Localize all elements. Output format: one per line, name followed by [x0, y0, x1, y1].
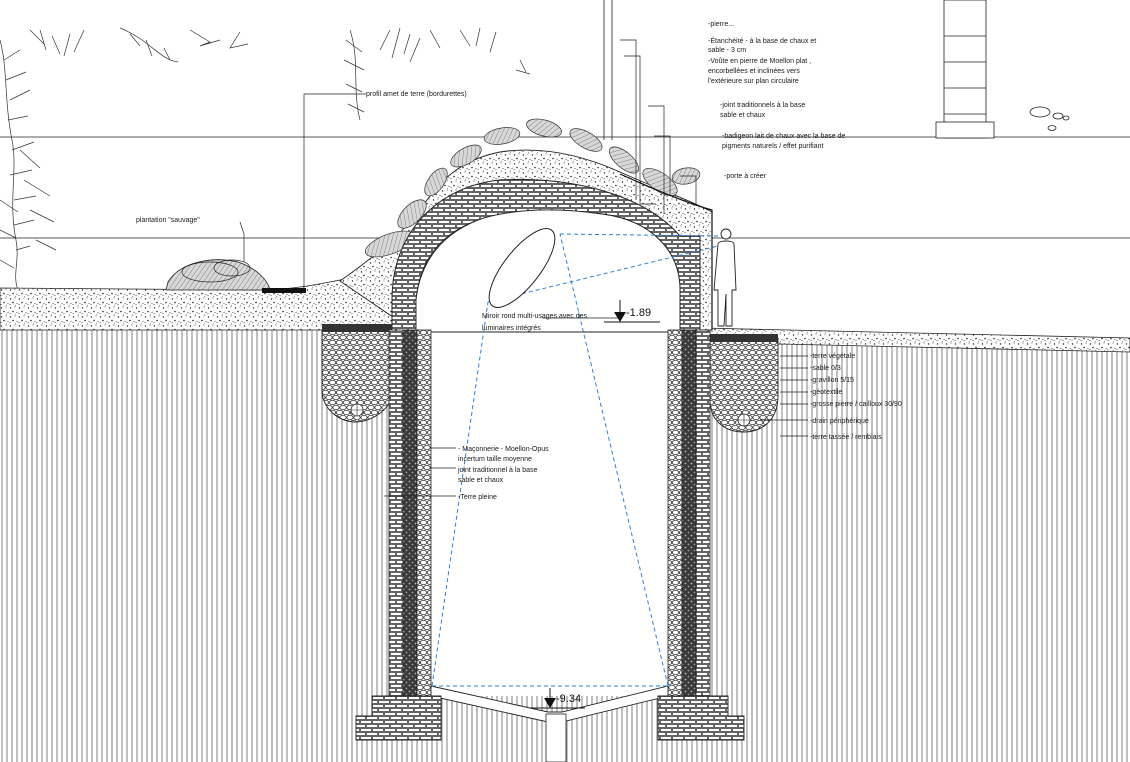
- annotations-right: -terre végétale -sable 0/3 -gravillon 5/…: [810, 353, 902, 441]
- annot-badigeon-1: -badigeon lait de chaux avec la base de: [722, 133, 845, 140]
- optical-lines: [431, 233, 719, 687]
- annotations-left: profil amet de terre (bordurettes) plant…: [136, 91, 467, 224]
- annot-voute-2: encorbellées et inclinées vers: [708, 68, 800, 75]
- annot-porte: -porte à créer: [724, 173, 767, 180]
- planting-mound: [165, 259, 306, 293]
- leader-lines: [239, 39, 808, 497]
- annot-maconnerie-2: incertum taille moyenne: [458, 456, 532, 463]
- well-bottom: [355, 685, 745, 762]
- person-figure: [713, 228, 737, 327]
- annot-etancheite-1: -Étanchéité - à la base de chaux et: [708, 36, 816, 45]
- annot-right-5: -grosse pierre / cailloux 30/90: [810, 401, 902, 408]
- annot-maconnerie-1: - Maçonnerie - Moellon-Opus: [458, 446, 549, 453]
- annot-right-7: -terre tassée / remblais: [810, 434, 882, 441]
- well-wall-left: [388, 329, 432, 697]
- drain-pit-left: [321, 324, 393, 423]
- vault-interior: [415, 209, 681, 333]
- annot-right-1: -terre végétale: [810, 353, 855, 360]
- annot-right-6: -drain périphérique: [810, 418, 869, 425]
- round-mirror: [488, 228, 556, 308]
- annot-badigeon-2: pigments naturels / effet purifiant: [722, 143, 823, 150]
- annot-voute-3: l'extérieure sur plan circulaire: [708, 78, 799, 85]
- annot-maconnerie-3: joint traditionnel à la base: [457, 467, 537, 474]
- annot-right-3: -gravillon 5/15: [810, 377, 854, 384]
- annot-right-2: -sable 0/3: [810, 365, 841, 372]
- annot-joint-top-2: sable et chaux: [720, 112, 766, 119]
- well-wall-right: [667, 329, 711, 697]
- annot-profil: profil amet de terre (bordurettes): [366, 91, 467, 98]
- annot-miroir-2: luminaires intégrés: [482, 325, 541, 332]
- annotations-top: -pierre... -Étanchéité - à la base de ch…: [708, 21, 845, 180]
- level-marker-lower: -9.34: [530, 688, 585, 709]
- roof-edge: [619, 173, 713, 330]
- annot-miroir-1: Miroir rond multi-usages avec des: [482, 313, 588, 320]
- level-lower-label: -9.34: [556, 693, 581, 705]
- annot-terre: -Terre pleine: [458, 494, 497, 501]
- level-upper-label: -1.89: [626, 307, 651, 319]
- vegetation-sketch: [0, 27, 531, 291]
- annot-voute-1: -Voûte en pierre de Moellon plat ,: [708, 58, 811, 65]
- annot-right-4: -géotextile: [810, 389, 842, 396]
- annot-joint-top-1: -joint traditionnels à la base: [720, 102, 805, 109]
- background-structure: [603, 0, 1070, 140]
- annot-etancheite-2: sable - 3 cm: [708, 47, 746, 54]
- annot-clipped: -pierre...: [708, 21, 734, 28]
- annotations-center: Miroir rond multi-usages avec des lumina…: [457, 313, 588, 501]
- annot-maconnerie-4: sable et chaux: [458, 477, 504, 484]
- annot-plantation: plantation "sauvage": [136, 217, 200, 224]
- drain-pit-right: [709, 334, 779, 433]
